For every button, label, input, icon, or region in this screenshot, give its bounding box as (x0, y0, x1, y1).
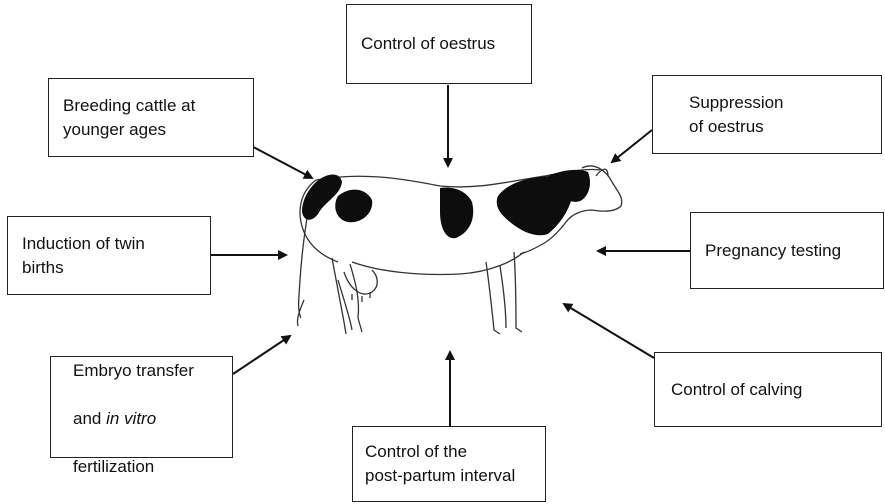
embryo-line2-italic: in vitro (106, 409, 156, 428)
cow-patch-middle (440, 188, 473, 239)
control-of-calving-box: Control of calving (654, 352, 882, 427)
induction-of-twin-births-label: Induction of twin births (22, 232, 145, 280)
embryo-line2-pre: and (73, 409, 106, 428)
embryo-line1: Embryo transfer (73, 361, 194, 380)
post-partum-interval-label: Control of the post-partum interval (365, 440, 515, 488)
control-of-calving-label: Control of calving (671, 378, 802, 402)
cow-patch-flank (335, 190, 372, 223)
control-of-oestrus-box: Control of oestrus (346, 4, 532, 84)
cow-patch-rump (302, 175, 342, 220)
post-partum-interval-box: Control of the post-partum interval (352, 426, 546, 502)
embryo-transfer-box: Embryo transfer and in vitro fertilizati… (50, 356, 233, 458)
arrow-calving (564, 304, 654, 358)
cow-front-leg-1 (486, 262, 500, 334)
breeding-younger-ages-label: Breeding cattle at younger ages (63, 94, 195, 142)
embryo-transfer-label: Embryo transfer and in vitro fertilizati… (73, 335, 194, 479)
cow-patches (302, 170, 590, 238)
arrows (211, 85, 690, 426)
induction-of-twin-births-box: Induction of twin births (7, 216, 211, 295)
control-of-oestrus-label: Control of oestrus (361, 32, 495, 56)
breeding-younger-ages-box: Breeding cattle at younger ages (48, 78, 254, 157)
cow-belly (352, 252, 524, 275)
cow-front-leg-2 (514, 252, 522, 332)
cow-hind-leg-1 (332, 258, 346, 334)
suppression-of-oestrus-label: Suppression of oestrus (689, 91, 784, 139)
arrow-suppression (612, 130, 652, 162)
cow-udder (344, 270, 377, 294)
embryo-line3: fertilization (73, 457, 154, 476)
pregnancy-testing-box: Pregnancy testing (690, 212, 884, 289)
arrow-embryo (233, 336, 290, 374)
pregnancy-testing-label: Pregnancy testing (705, 239, 841, 263)
suppression-of-oestrus-box: Suppression of oestrus (652, 75, 882, 154)
